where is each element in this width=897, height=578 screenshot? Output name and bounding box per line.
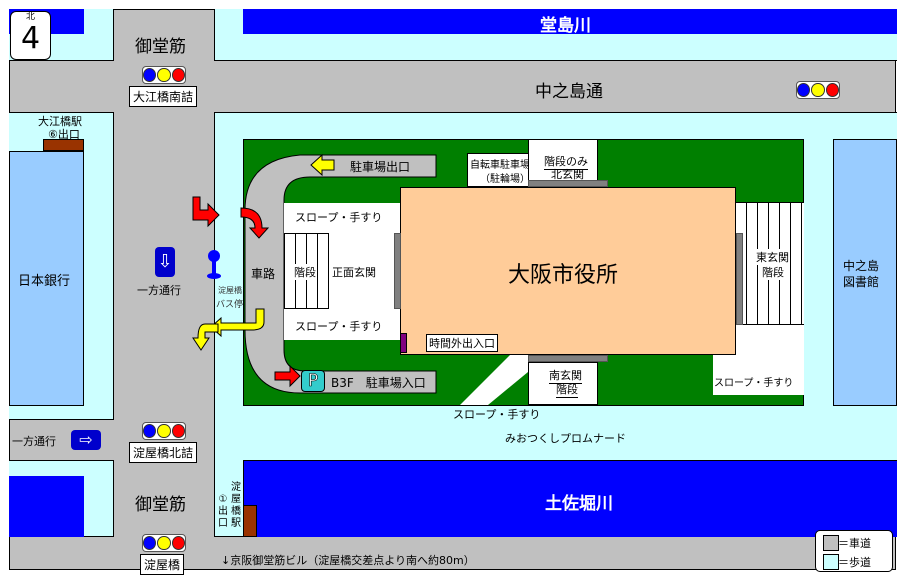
promenade-label: みおつくしプロムナード (505, 432, 626, 445)
library-label-2: 図書館 (843, 275, 880, 289)
north-stairs (528, 139, 598, 181)
east-slope (713, 355, 804, 395)
traffic-signal-icon (142, 534, 186, 552)
legend-walk-swatch (823, 554, 839, 570)
east-entrance-door (736, 233, 743, 325)
slope-east-label: スロープ・手すり (714, 378, 794, 389)
nakanoshima-library-building (833, 139, 897, 406)
east-entrance-label: 東玄関 (756, 249, 789, 265)
turn-arrow-icon (240, 207, 270, 239)
south-stairs (528, 362, 598, 405)
bicycle-parking (467, 153, 529, 187)
city-hall-label: 大阪市役所 (508, 263, 619, 288)
south-stairs-label: 階段 (556, 383, 578, 398)
one-way-label-vertical: 一方通行 (137, 284, 181, 297)
oebashi-exit-label: ⑥出口 (48, 128, 80, 141)
parking-entrance-label: B3F 駐車場入口 (331, 376, 426, 390)
city-hall-building (400, 187, 736, 355)
south-slope (460, 355, 528, 405)
bus-stop-label-2: バス停 (216, 300, 244, 310)
signal-oebashi-label: 大江橋南詰 (129, 86, 198, 107)
car-road (244, 154, 437, 394)
station-exit-yodoyabashi (243, 505, 257, 537)
traffic-signal-icon (142, 66, 186, 84)
midosuji-label-bottom: 御堂筋 (135, 495, 186, 515)
one-way-label-horizontal: 一方通行 (12, 435, 56, 448)
traffic-signal-icon (796, 81, 840, 99)
main-entrance-door (394, 233, 401, 309)
bicycle-parking-label: 自転車駐車場 (470, 160, 530, 171)
south-entrance-door (528, 355, 608, 362)
legend-road-swatch (823, 535, 839, 551)
bank-of-japan-building (9, 151, 84, 406)
north-entrance-label: 北玄関 (551, 168, 584, 181)
dojima-river-label: 堂島川 (540, 16, 591, 36)
after-hours-door (400, 333, 407, 353)
tosabori-river-label: 土佐堀川 (545, 494, 613, 514)
legend-walk-label: ＝歩道 (838, 556, 871, 569)
north-entrance-door (528, 180, 608, 187)
exit-arrow-icon (310, 153, 335, 177)
nakanoshima-dori-label: 中之島通 (535, 82, 603, 102)
slope-bottom-label: スロープ・手すり (295, 320, 383, 333)
parking-exit-label: 駐車場出口 (350, 160, 411, 174)
oebashi-station-label: 大江橋駅 (38, 115, 82, 128)
signal-yodoyabashi-label: 淀屋橋 (140, 554, 185, 575)
dojima-river (243, 9, 897, 34)
station-exit-oebashi (43, 139, 84, 151)
bus-stop-icon (208, 250, 220, 262)
library-label-1: 中之島 (843, 259, 880, 273)
south-entrance-label: 南玄関 (549, 369, 582, 384)
traffic-signal-icon (142, 422, 186, 440)
east-plaza (736, 325, 804, 355)
parking-icon: P (301, 370, 325, 392)
yodoyabashi-station-label: 淀屋橋駅 (231, 482, 241, 529)
north-compass-icon: 北 4 (10, 11, 51, 60)
tosabori-river (243, 460, 897, 537)
west-stairs-label: 階段 (294, 264, 316, 280)
keihan-building-note: ↓京阪御堂筋ビル（淀屋橋交差点より南へ約80m） (221, 554, 475, 567)
midosuji-label-top: 御堂筋 (135, 37, 186, 57)
legend-road-label: ＝車道 (838, 537, 871, 550)
one-way-right-arrow-icon: ⇨ (71, 430, 101, 450)
bus-stop-label-1: 淀屋橋 (218, 286, 242, 295)
bank-of-japan-label: 日本銀行 (18, 274, 71, 289)
signal-yodoyabashi-north-label: 淀屋橋北詰 (129, 442, 198, 463)
turn-arrow-icon (192, 323, 219, 351)
slope-south-label: スロープ・手すり (453, 408, 541, 421)
compass-label: 北 (25, 12, 35, 22)
north-stairs-label: 階段のみ (544, 155, 588, 170)
river-bottom-left (9, 476, 84, 537)
car-road-label: 車路 (251, 267, 276, 281)
turn-arrow-icon (210, 308, 265, 338)
main-entrance-label: 正面玄関 (332, 266, 376, 279)
east-stairs-label: 階段 (762, 264, 784, 280)
compass-arrow: 4 (20, 21, 41, 56)
turn-arrow-icon (192, 196, 220, 228)
slope-top-label: スロープ・手すり (295, 211, 383, 224)
one-way-down-arrow-icon: ⇩ (155, 247, 175, 277)
entrance-arrow-icon (274, 364, 301, 388)
legend: ＝車道 ＝歩道 (815, 530, 893, 572)
after-hours-entrance-label: 時間外出入口 (426, 334, 498, 352)
bicycle-parking-sublabel: （駐輪場） (480, 174, 530, 185)
